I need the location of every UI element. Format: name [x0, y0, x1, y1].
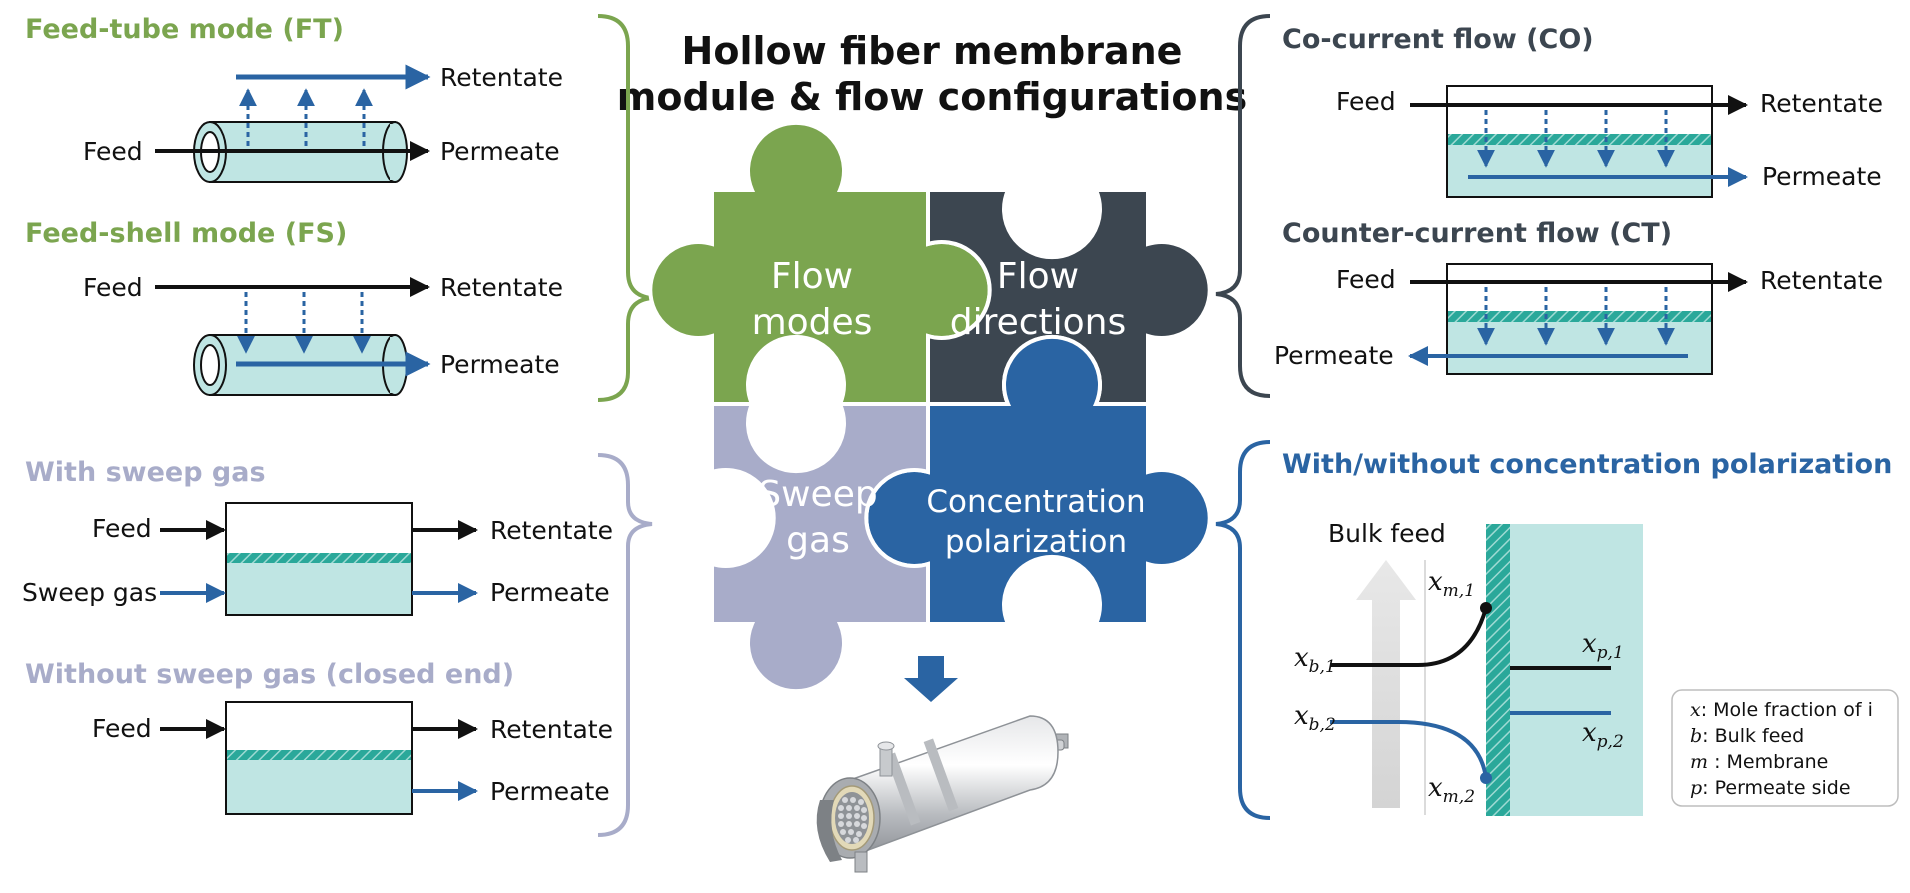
co-feed-label: Feed — [1336, 87, 1396, 116]
co-current-panel: Co-current flow (CO) Feed Retentate Perm… — [1282, 24, 1883, 198]
ct-permeation-arrows — [1477, 287, 1675, 346]
sweep-gas-label-2: gas — [786, 520, 850, 561]
xb2-label: xb,2 — [1294, 701, 1336, 735]
xb1-profile — [1330, 607, 1488, 667]
sweep-heading: With sweep gas — [25, 457, 266, 488]
sweep-permeate-side — [227, 563, 411, 614]
legend-box — [1671, 689, 1899, 807]
title-line-2: module & flow configurations — [617, 75, 1247, 119]
fs-heading: Feed-shell mode (FS) — [25, 218, 347, 249]
title-line-1: Hollow fiber membrane — [682, 29, 1183, 73]
co-retentate-label: Retentate — [1760, 89, 1883, 118]
cp-label-1: Concentration — [926, 484, 1145, 520]
sweep-gas-label: Sweep gas — [22, 578, 157, 607]
down-arrow-icon — [904, 656, 958, 702]
ct-retentate-label: Retentate — [1760, 266, 1883, 295]
xm2-point — [1480, 772, 1492, 784]
co-membrane — [1448, 134, 1711, 145]
cp-membrane — [1486, 524, 1510, 816]
flow-modes-label-1: Flow — [771, 256, 853, 297]
flow-directions-label-2: directions — [950, 302, 1127, 343]
closed-permeate-label: Permeate — [490, 777, 610, 806]
ft-permeation-arrows — [239, 88, 373, 146]
ft-feed-label: Feed — [83, 137, 143, 166]
legend-item: p: Permeate side — [1690, 777, 1851, 799]
closed-retentate-label: Retentate — [490, 715, 613, 744]
co-heading: Co-current flow (CO) — [1282, 24, 1594, 55]
co-permeate-label: Permeate — [1762, 162, 1882, 191]
xb1-label: xb,1 — [1294, 643, 1336, 677]
xm1-point — [1480, 602, 1492, 614]
legend-item: x: Mole fraction of i — [1690, 699, 1873, 721]
ft-retentate-label: Retentate — [440, 63, 563, 92]
sweep-gas-brace — [597, 453, 653, 837]
closed-heading: Without sweep gas (closed end) — [25, 659, 514, 690]
fs-permeate-label: Permeate — [440, 350, 560, 379]
flow-directions-label-1: Flow — [997, 256, 1079, 297]
co-permeate-side — [1448, 145, 1711, 196]
xb2-profile — [1330, 720, 1488, 779]
feed-tube-mode-panel: Feed-tube mode (FT) Retentate Feed Perme… — [25, 14, 563, 183]
xm2-label: xm,2 — [1428, 773, 1475, 807]
xp2-label: xp,2 — [1582, 718, 1624, 752]
closed-feed-label: Feed — [92, 714, 152, 743]
co-permeation-arrows — [1477, 110, 1675, 168]
puzzle: Flow modes Flow directions Sweep gas Con… — [648, 120, 1212, 694]
sweep-gas-panel: With sweep gas Feed Retentate Sweep gas … — [22, 457, 613, 616]
sweep-permeate-label: Permeate — [490, 578, 610, 607]
closed-end-panel: Without sweep gas (closed end) Feed Rete… — [25, 659, 613, 815]
concentration-polarization-panel: With/without concentration polarization … — [1282, 449, 1892, 816]
fs-permeation-arrows — [237, 292, 371, 354]
closed-membrane — [227, 750, 411, 760]
ct-permeate-label: Permeate — [1274, 341, 1394, 370]
hollow-fiber-module-illustration — [816, 715, 1069, 873]
bulk-feed-arrow — [1356, 560, 1416, 808]
bulk-feed-label: Bulk feed — [1328, 519, 1446, 548]
concentration-polarization-brace — [1215, 440, 1271, 820]
legend-item: b: Bulk feed — [1690, 725, 1804, 747]
ct-permeate-side — [1448, 322, 1711, 373]
ct-membrane — [1448, 311, 1711, 322]
sweep-membrane — [227, 553, 411, 563]
xp1-label: xp,1 — [1582, 629, 1624, 663]
flow-directions-brace — [1215, 14, 1271, 398]
ct-heading: Counter-current flow (CT) — [1282, 218, 1672, 249]
xm1-label: xm,1 — [1428, 567, 1475, 601]
fs-feed-label: Feed — [83, 273, 143, 302]
counter-current-panel: Counter-current flow (CT) Feed Retentate… — [1274, 218, 1883, 375]
closed-permeate-side — [227, 760, 411, 813]
ft-heading: Feed-tube mode (FT) — [25, 14, 344, 45]
cp-heading: With/without concentration polarization — [1282, 449, 1892, 480]
sweep-retentate-label: Retentate — [490, 516, 613, 545]
ct-feed-label: Feed — [1336, 265, 1396, 294]
flow-modes-label-2: modes — [752, 302, 873, 343]
ft-permeate-label: Permeate — [440, 137, 560, 166]
flow-modes-brace — [597, 14, 653, 402]
legend: x: Mole fraction of i b: Bulk feed m : M… — [1671, 689, 1899, 807]
sweep-feed-label: Feed — [92, 514, 152, 543]
legend-item: m : Membrane — [1690, 751, 1828, 773]
cp-label-2: polarization — [945, 524, 1127, 560]
feed-shell-mode-panel: Feed-shell mode (FS) Feed Retentate Perm… — [25, 218, 563, 396]
fs-retentate-label: Retentate — [440, 273, 563, 302]
sweep-gas-piece — [710, 402, 930, 694]
sweep-gas-label-1: Sweep — [758, 474, 877, 515]
